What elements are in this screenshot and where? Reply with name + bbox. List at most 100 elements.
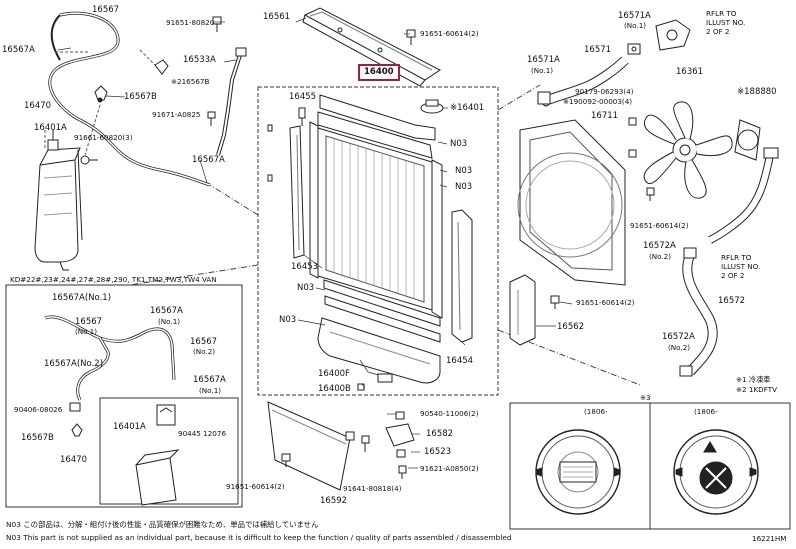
bolt-91661 <box>80 155 98 165</box>
label-16454[interactable]: 16454 <box>446 356 474 366</box>
label-16523[interactable]: 16523 <box>424 447 452 457</box>
water-inlet-pipe <box>708 147 779 244</box>
bolt-91651-60614-low <box>281 453 291 467</box>
label-16572a-low-sub: (No.2) <box>668 343 691 352</box>
footnote-japanese: N03 この部品は、分解・組付け後の性能・品質確保が困難なため、単品では補給して… <box>6 520 319 529</box>
inset-label-16567b[interactable]: 16567B <box>21 433 54 443</box>
radiator-cap-new <box>673 429 759 515</box>
label-16572a-top[interactable]: 16572A <box>643 241 676 251</box>
bracket-16582 <box>385 411 415 447</box>
drain-cock-16455 <box>298 107 306 126</box>
label-n03-1[interactable]: N03 <box>450 139 468 149</box>
label-16571a-mid[interactable]: 16571A <box>527 55 560 65</box>
nut-90179 <box>628 117 637 158</box>
inset-hoses <box>44 315 176 437</box>
clamp-16571a-mid <box>537 91 551 105</box>
label-16562[interactable]: 16562 <box>557 322 585 332</box>
label-16470[interactable]: 16470 <box>24 101 52 111</box>
label-16592[interactable]: 16592 <box>320 496 348 506</box>
label-188880[interactable]: ※188880 <box>737 87 777 97</box>
label-n03-5[interactable]: N03 <box>279 315 297 325</box>
inset-label-90445[interactable]: 90445 12076 <box>178 429 227 438</box>
label-91651-60614-top[interactable]: 91651-60614(2) <box>420 29 479 38</box>
clamp-16571a-top <box>627 43 641 55</box>
label-90540[interactable]: 90540-11006(2) <box>420 409 479 418</box>
inset-label-16567a-no1-b[interactable]: 16567A <box>150 306 183 316</box>
label-n03-2[interactable]: N03 <box>455 166 473 176</box>
label-91651-60614-right[interactable]: 91651-60614(2) <box>630 221 689 230</box>
nut-16523 <box>396 449 406 458</box>
label-91621[interactable]: 91621-A0850(2) <box>420 464 479 473</box>
inset-label-16567-no1[interactable]: 16567 <box>75 317 103 327</box>
bolt-91641 <box>361 435 370 452</box>
bracket-16533a <box>216 47 247 156</box>
side-guide-16454 <box>451 209 473 343</box>
label-90179[interactable]: 90179-06293(4) <box>575 87 634 96</box>
label-n03-3[interactable]: N03 <box>455 182 473 192</box>
note-2: ※2 1KDFTV <box>736 385 778 394</box>
label-90092[interactable]: ※190092-00003(4) <box>563 97 633 106</box>
rflr-low-2: ILLUST NO. <box>721 262 761 271</box>
label-16572[interactable]: 16572 <box>718 296 746 306</box>
label-16453[interactable]: 16453 <box>291 262 319 272</box>
inset-label-16567a-no1-c[interactable]: 16567A <box>193 375 226 385</box>
clamp-16567b <box>94 85 108 101</box>
inset-sub-box <box>99 397 239 505</box>
label-16582[interactable]: 16582 <box>426 429 454 439</box>
cooling-fan-16361 <box>643 101 733 199</box>
inset-label-16567a-no2[interactable]: 16567A(No.2) <box>44 359 104 369</box>
label-16400b[interactable]: 16400B <box>318 384 351 394</box>
label-16561[interactable]: 16561 <box>263 12 291 22</box>
label-16401a[interactable]: 16401A <box>34 123 67 133</box>
label-16572a-low[interactable]: 16572A <box>662 332 695 342</box>
inset-label-16470[interactable]: 16470 <box>60 455 88 465</box>
radiator-cap-old <box>535 429 621 515</box>
label-16567[interactable]: 16567 <box>92 5 120 15</box>
inset-label-16401a[interactable]: 16401A <box>113 422 146 432</box>
bolt-91651-60614-right <box>646 187 655 201</box>
label-n03-4[interactable]: N03 <box>297 283 315 293</box>
label-16567a-left[interactable]: 16567A <box>2 45 35 55</box>
diagram-code: 16221HM <box>752 534 787 543</box>
label-216567b[interactable]: ※216567B <box>171 77 210 86</box>
label-16361[interactable]: 16361 <box>676 67 704 77</box>
label-16455[interactable]: 16455 <box>289 92 317 102</box>
label-91651-60614-low[interactable]: 91651-60614(2) <box>226 482 285 491</box>
radiator-core <box>309 94 443 343</box>
label-91641[interactable]: 91641-80818(4) <box>343 484 402 493</box>
label-16533a[interactable]: 16533A <box>183 55 216 65</box>
label-16571a-top[interactable]: 16571A <box>618 11 651 21</box>
inset-label-16567a-no1[interactable]: 16567A(No.1) <box>52 293 112 303</box>
label-16400-highlighted[interactable]: 16400 <box>358 64 400 81</box>
rflr-top-3: 2 OF 2 <box>706 27 730 36</box>
rflr-low-3: 2 OF 2 <box>721 271 745 280</box>
deflector-16592 <box>267 401 355 491</box>
fan-shroud-16711 <box>517 119 626 286</box>
label-91651-60614-mid[interactable]: 91651-60614(2) <box>576 298 635 307</box>
radiator-cap-16401 <box>420 99 444 114</box>
cap-date-new: (1806- <box>694 407 718 416</box>
side-seal-16453 <box>267 124 305 259</box>
clamp-16572a-top <box>683 247 697 259</box>
label-16571[interactable]: 16571 <box>584 45 612 55</box>
label-16711[interactable]: 16711 <box>591 111 619 121</box>
lower-tank <box>317 317 441 391</box>
clamp-216567b <box>154 59 169 75</box>
label-16567a-mid[interactable]: 16567A <box>192 155 225 165</box>
inset-label-16567-no2[interactable]: 16567 <box>190 337 218 347</box>
note-1: ※1 冷凍車 <box>736 375 771 384</box>
label-16401[interactable]: ※16401 <box>450 103 485 113</box>
clamp-16572a-low <box>679 365 693 377</box>
label-16400f[interactable]: 16400F <box>318 369 350 379</box>
fan-coupling-188880 <box>734 119 761 161</box>
label-16567b[interactable]: 16567B <box>124 92 157 102</box>
label-16571a-mid-sub: (No.1) <box>531 66 554 75</box>
cap-box-marker: ※3 <box>640 393 651 402</box>
inset-van-box <box>5 284 243 508</box>
lower-hose-16572 <box>682 253 718 376</box>
label-91661[interactable]: 91661-60820(3) <box>74 133 133 142</box>
label-91671[interactable]: 91671-A0825 <box>152 110 201 119</box>
label-91651-80820[interactable]: 91651-80820 <box>166 18 215 27</box>
inset-label-90406[interactable]: 90406-08026 <box>14 405 63 414</box>
